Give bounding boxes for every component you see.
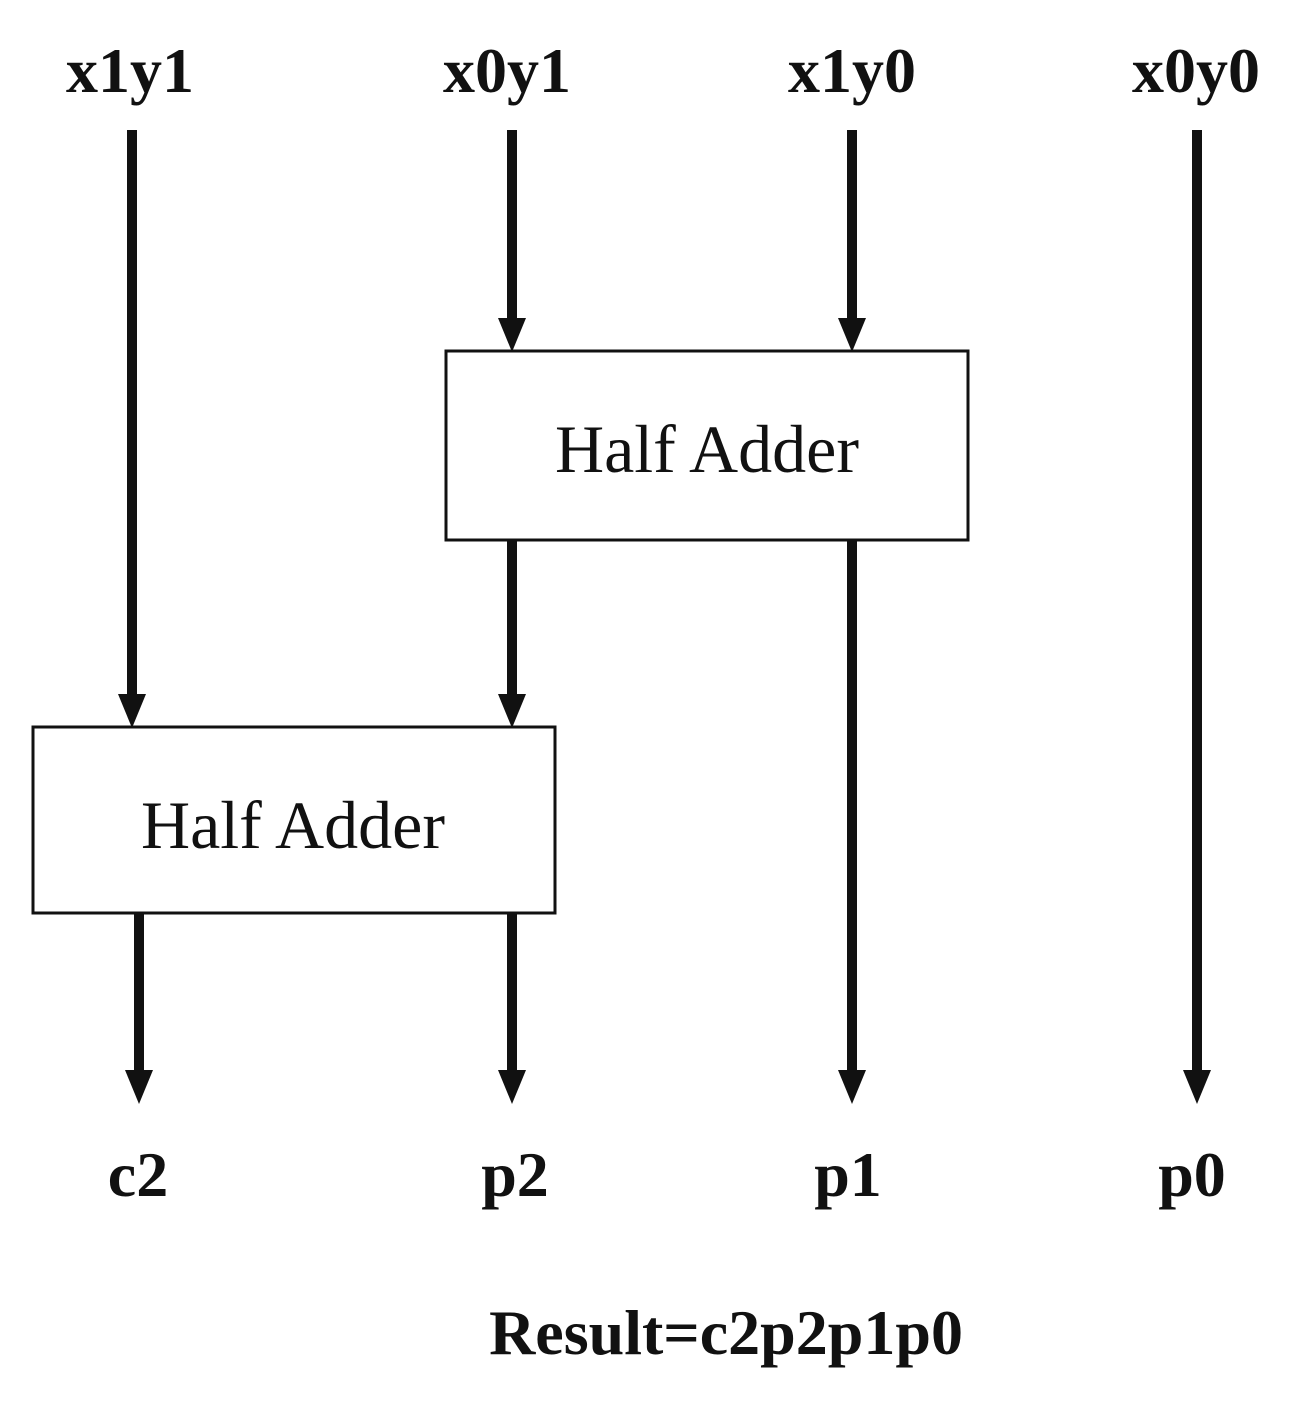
output-label-p0: p0	[1158, 1139, 1226, 1210]
output-label-p1: p1	[814, 1139, 882, 1210]
arrowhead-x1y1-ha2	[118, 694, 146, 728]
half-adder-bottom-label: Half Adder	[141, 787, 445, 863]
input-label-x1y0: x1y0	[788, 35, 916, 106]
input-label-x1y1: x1y1	[66, 35, 194, 106]
arrowhead-p2	[498, 1070, 526, 1104]
arrowhead-p0	[1183, 1070, 1211, 1104]
arrowhead-ha1-ha2	[498, 694, 526, 728]
half-adder-top	[444, 349, 970, 542]
half-adder-bottom	[31, 725, 557, 915]
output-label-p2: p2	[481, 1139, 549, 1210]
arrowhead-x1y0-ha1	[838, 318, 866, 352]
result-text: Result=c2p2p1p0	[489, 1297, 963, 1368]
arrowhead-p1	[838, 1070, 866, 1104]
arrowhead-c2	[125, 1070, 153, 1104]
input-label-x0y0: x0y0	[1132, 35, 1260, 106]
input-label-x0y1: x0y1	[443, 35, 571, 106]
output-label-c2: c2	[108, 1139, 168, 1210]
arrowhead-x0y1-ha1	[498, 318, 526, 352]
half-adder-top-label: Half Adder	[555, 411, 859, 487]
